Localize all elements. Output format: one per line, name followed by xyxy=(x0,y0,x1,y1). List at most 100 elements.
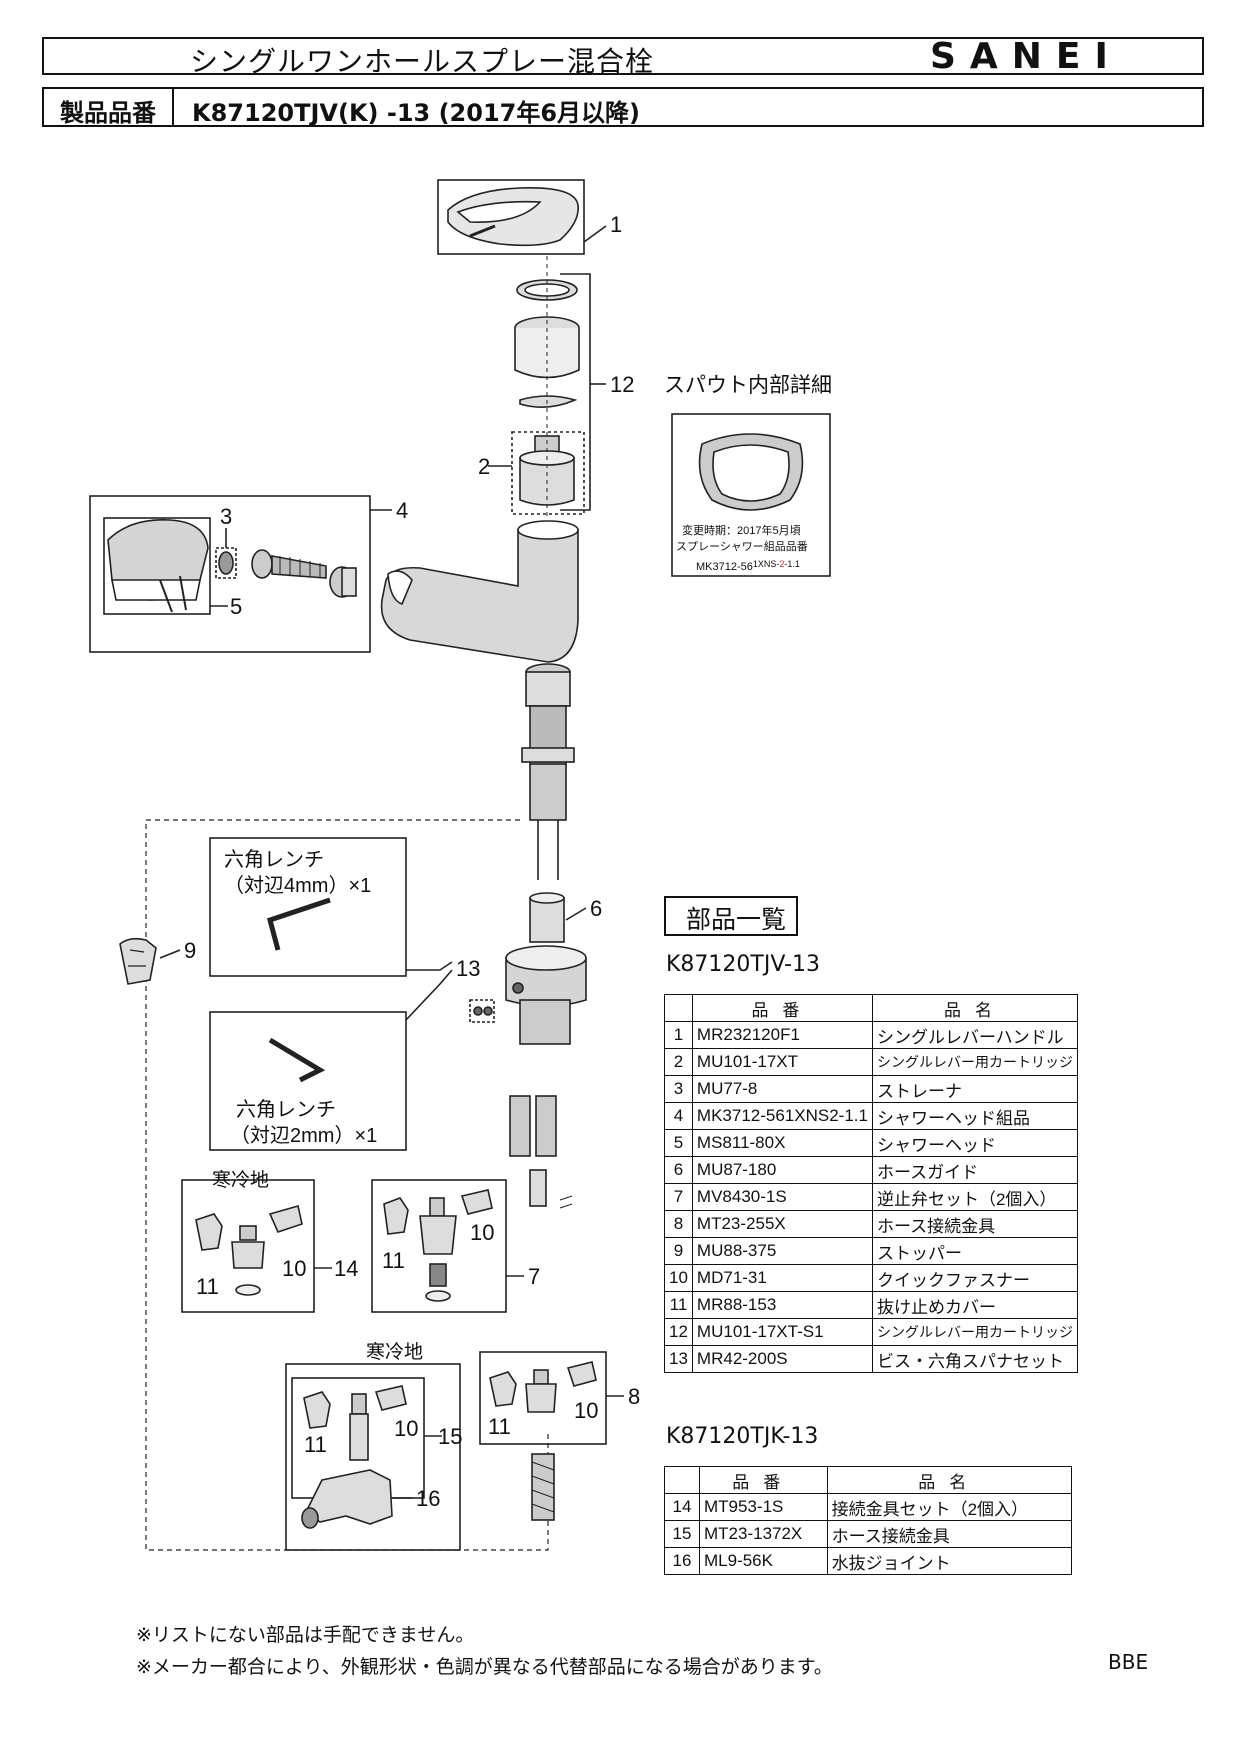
callout-10d: 10 xyxy=(574,1398,598,1423)
callout-5: 5 xyxy=(230,594,242,619)
part-name: ストッパー xyxy=(871,1237,1078,1265)
leader-9 xyxy=(159,949,181,959)
callout-15: 15 xyxy=(438,1424,462,1449)
callout-11d: 11 xyxy=(488,1414,511,1439)
spout-code-prefix: MK3712-56 xyxy=(696,561,753,573)
part-no: 16 xyxy=(664,1547,700,1575)
part-code: MD71-31 xyxy=(691,1264,873,1292)
brand-logo: SANEI xyxy=(930,36,1122,77)
part-name: 接続金具セット（2個入） xyxy=(826,1493,1073,1521)
strainer-part xyxy=(218,551,234,575)
header-code: 品番 xyxy=(699,1466,828,1494)
part-code: MU101-17XT-S1 xyxy=(691,1318,873,1346)
part-name: シングルレバー用カートリッジ xyxy=(871,1048,1078,1076)
callout-2: 2 xyxy=(478,454,490,479)
table-2-model: K87120TJK-13 xyxy=(666,1424,819,1449)
spout-detail-box xyxy=(671,413,831,577)
wrench-2mm-line1: 六角レンチ xyxy=(236,1098,336,1121)
part-no: 10 xyxy=(664,1264,693,1292)
fastener-part-7 xyxy=(460,1189,493,1215)
part-name: 逆止弁セット（2個入） xyxy=(871,1183,1078,1211)
callout-14: 14 xyxy=(334,1256,358,1281)
shower-assy-box xyxy=(89,495,371,653)
wrench-2mm-box xyxy=(209,1011,407,1151)
hose-lower-part xyxy=(531,1453,555,1521)
cold-region-label-b: 寒冷地 xyxy=(366,1341,423,1363)
parts-list-title: 部品一覧 xyxy=(686,905,787,934)
callout-6: 6 xyxy=(590,896,602,921)
leader-6 xyxy=(565,907,587,921)
cold-region-label-a: 寒冷地 xyxy=(212,1169,269,1191)
hose-assembly-part xyxy=(521,663,575,880)
callout-10b: 10 xyxy=(470,1220,494,1245)
leader-1 xyxy=(583,225,607,243)
part-name: 水抜ジョイント xyxy=(826,1547,1073,1575)
part-no: 9 xyxy=(664,1237,693,1265)
part-name: シングルレバーハンドル xyxy=(871,1021,1078,1049)
shower-head-part xyxy=(107,519,209,613)
shower-head-box xyxy=(103,517,211,615)
part-name: ビス・六角スパナセット xyxy=(871,1345,1078,1373)
part-code: MK3712-561XNS2-1.1 xyxy=(691,1102,873,1130)
fastener-part-14 xyxy=(268,1204,303,1233)
model-row-divider xyxy=(172,87,174,127)
part-no: 3 xyxy=(664,1075,693,1103)
header-name: 品名 xyxy=(871,994,1078,1022)
wrench-4mm-part xyxy=(266,897,331,951)
drain-joint-part xyxy=(301,1469,393,1529)
cold-region-box-14 xyxy=(181,1179,315,1313)
part-no: 2 xyxy=(664,1048,693,1076)
part-no: 13 xyxy=(664,1345,693,1373)
spout-code-suffix: 1XNS- xyxy=(753,559,780,569)
spout-cross-section-part xyxy=(698,433,804,511)
spout-code-end: -1.1 xyxy=(784,559,800,569)
page-title: シングルワンホールスプレー混合栓 xyxy=(190,45,655,78)
nut-part xyxy=(505,945,587,1045)
footer-code: BBE xyxy=(1108,1650,1149,1674)
leader-13a xyxy=(406,961,453,971)
model-label: 製品品番 xyxy=(60,99,156,127)
part-code: MS811-80X xyxy=(691,1129,873,1157)
cover-part-7 xyxy=(383,1197,409,1235)
fastener-part-8 xyxy=(566,1361,597,1387)
header-no xyxy=(664,1466,700,1494)
hose-nut-part xyxy=(251,549,327,579)
fitting-part-14 xyxy=(231,1225,265,1296)
part-code: MV8430-1S xyxy=(691,1183,873,1211)
wrench-4mm-line1: 六角レンチ xyxy=(224,848,324,871)
callout-3: 3 xyxy=(220,504,232,529)
table-1-model: K87120TJV-13 xyxy=(666,952,821,977)
callout-1: 1 xyxy=(610,212,622,237)
callout-9: 9 xyxy=(184,938,196,963)
part-no: 4 xyxy=(664,1102,693,1130)
callout-7: 7 xyxy=(528,1264,540,1289)
spout-body-part xyxy=(380,520,579,663)
callout-10a: 10 xyxy=(282,1256,306,1281)
part-code: ML9-56K xyxy=(699,1547,828,1575)
part-no: 5 xyxy=(664,1129,693,1157)
callout-12: 12 xyxy=(610,372,634,397)
part-name: シャワーヘッド xyxy=(871,1129,1078,1157)
part-no: 1 xyxy=(664,1021,693,1049)
cover-part-15 xyxy=(303,1391,331,1429)
check-valve-part-7 xyxy=(419,1197,457,1302)
cold-region-outer-box xyxy=(285,1363,461,1551)
cover-part-14 xyxy=(195,1213,223,1251)
part-name: ストレーナ xyxy=(871,1075,1078,1103)
callout-11b: 11 xyxy=(382,1248,405,1273)
